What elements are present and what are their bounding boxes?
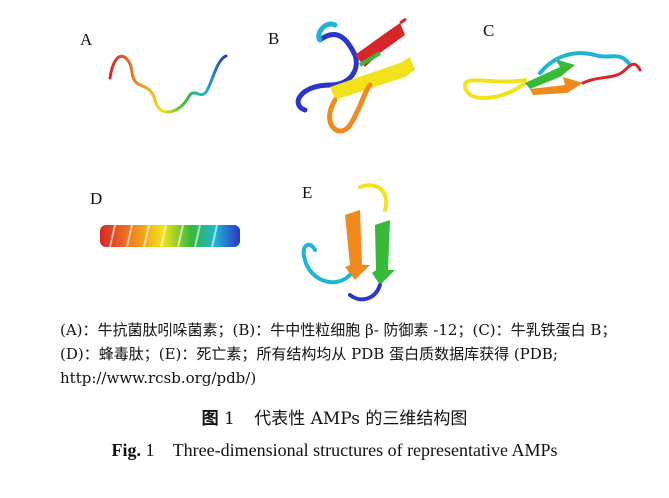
panel-label-c: C: [483, 21, 495, 40]
figure-legend: (A)：牛抗菌肽吲哚菌素；(B)：牛中性粒细胞 β- 防御素 -12；(C)：牛…: [60, 321, 617, 387]
structure-c-image: [462, 51, 642, 100]
panel-e: E: [290, 175, 410, 310]
panel-d: D: [80, 185, 260, 275]
structure-e-image: [301, 183, 395, 302]
structure-d-image: [100, 224, 240, 248]
panel-c: C: [455, 15, 645, 125]
caption-en-number: 1: [145, 440, 155, 460]
panel-a: A: [70, 20, 240, 140]
panel-label-b: B: [268, 29, 280, 48]
caption-english: Fig. 1 Three-dimensional structures of r…: [0, 440, 669, 461]
structure-b-image: [295, 17, 415, 134]
panel-b: B: [260, 15, 440, 150]
caption-chinese: 图 1 代表性 AMPs 的三维结构图: [0, 404, 669, 429]
caption-en-text: Three-dimensional structures of represen…: [172, 440, 558, 460]
caption-cn-text: 代表性 AMPs 的三维结构图: [254, 409, 468, 429]
panel-label-a: A: [80, 30, 93, 49]
caption-cn-prefix: 图: [201, 409, 219, 429]
panel-label-e: E: [302, 183, 313, 202]
structure-a-image: [108, 54, 228, 114]
panel-label-d: D: [90, 189, 103, 208]
caption-cn-number: 1: [223, 409, 235, 429]
caption-en-prefix: Fig.: [111, 440, 141, 460]
